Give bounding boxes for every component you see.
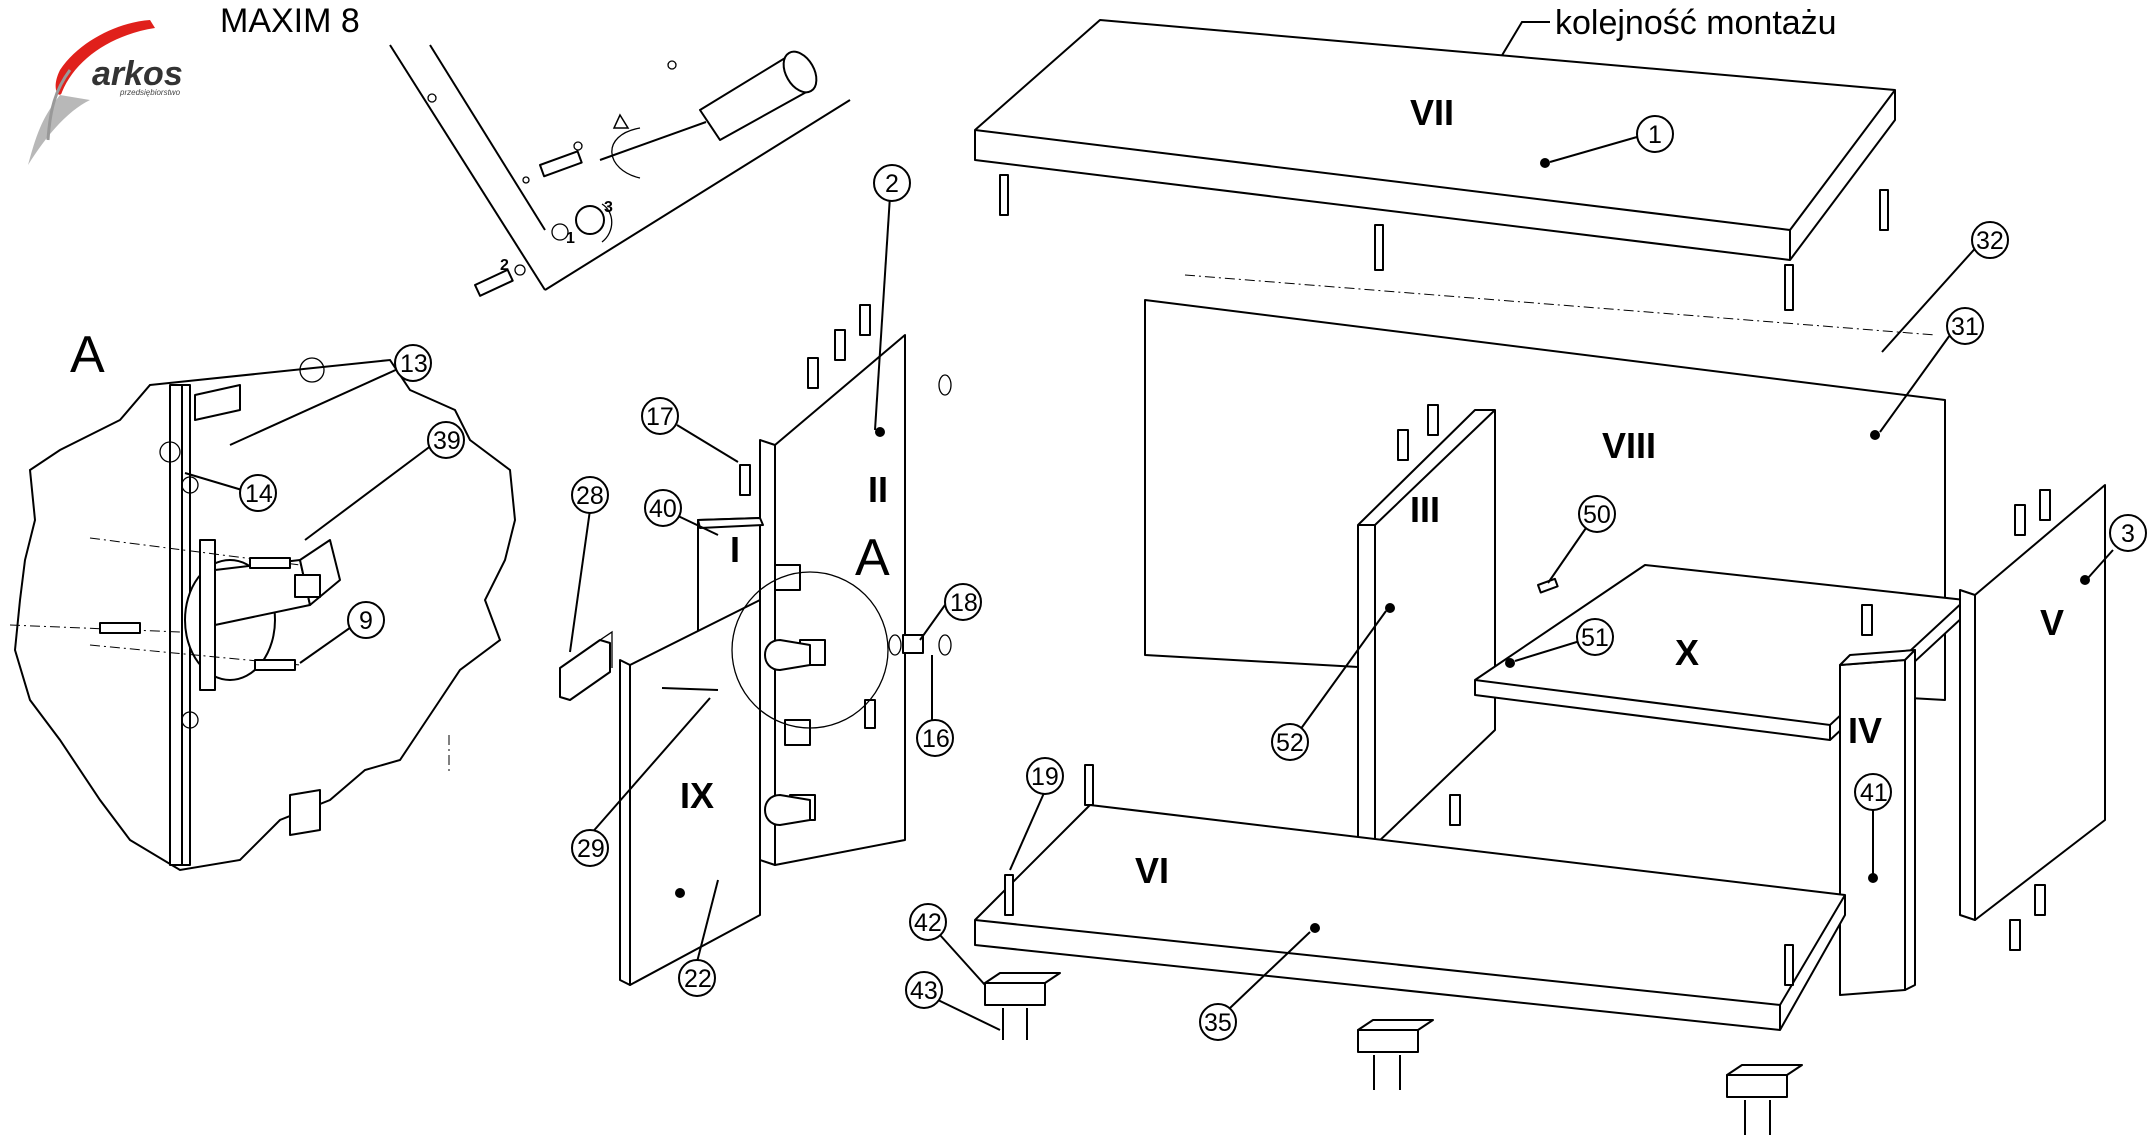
panel-label-IX: IX <box>680 775 714 816</box>
callout-43 <box>905 971 943 1009</box>
logo-wordmark: arkos <box>92 55 183 93</box>
arkos-logo: arkos przedsiębiorstwo <box>28 20 183 165</box>
svg-text:2: 2 <box>885 170 899 198</box>
callout-28 <box>571 476 609 514</box>
svg-text:22: 22 <box>684 965 712 993</box>
callout-35 <box>1199 1003 1237 1041</box>
panel-label-X: X <box>1675 632 1699 673</box>
screwdriver-detail: 1 2 3 <box>389 44 851 297</box>
panel-label-V: V <box>2040 602 2064 643</box>
callout-32 <box>1971 221 2009 259</box>
cam-lock <box>575 205 605 235</box>
panel-label-II: II <box>868 469 888 510</box>
top-panel-VII <box>974 19 1896 261</box>
callout-3 <box>2109 514 2147 552</box>
callout-51 <box>1576 618 1614 656</box>
callout-52 <box>1271 723 1309 761</box>
callout-40 <box>644 489 682 527</box>
svg-text:19: 19 <box>1031 763 1059 791</box>
callout-39 <box>427 421 465 459</box>
detail-a-circle <box>731 571 889 729</box>
panel-label-VIII: VIII <box>1602 425 1656 466</box>
callout-29 <box>571 829 609 867</box>
callout-16 <box>916 719 954 757</box>
svg-text:9: 9 <box>359 607 373 635</box>
svg-text:29: 29 <box>577 835 605 863</box>
svg-text:51: 51 <box>1581 624 1609 652</box>
callout-13 <box>394 344 432 382</box>
svg-text:13: 13 <box>400 350 428 378</box>
logo-tagline: przedsiębiorstwo <box>119 88 181 97</box>
foot-blocks <box>984 972 1803 1135</box>
svg-text:14: 14 <box>245 480 273 508</box>
detail-a-label: A <box>70 326 105 384</box>
callout-41 <box>1854 773 1892 811</box>
model-title: MAXIM 8 <box>220 2 360 40</box>
callout-1 <box>1636 115 1674 153</box>
callout-17 <box>641 397 679 435</box>
middle-panel-III <box>1357 404 1496 846</box>
svg-text:31: 31 <box>1951 313 1979 341</box>
step-2-label: 2 <box>500 257 509 274</box>
callout-19 <box>1026 757 1064 795</box>
svg-text:18: 18 <box>950 589 978 617</box>
top-dowels <box>999 174 1889 311</box>
svg-text:35: 35 <box>1204 1009 1232 1037</box>
panel-label-VI: VI <box>1135 850 1169 891</box>
hinge-set <box>764 564 826 826</box>
callout-9 <box>347 601 385 639</box>
svg-text:40: 40 <box>649 495 677 523</box>
bottom-panel-VI <box>974 764 1846 1031</box>
svg-text:17: 17 <box>646 403 674 431</box>
wood-dowel <box>473 268 514 297</box>
assembly-order-label: kolejność montażu <box>1555 4 1837 42</box>
detail-a-inline-label: A <box>855 529 890 587</box>
svg-text:39: 39 <box>433 427 461 455</box>
door-panel-IX <box>619 599 761 986</box>
svg-text:43: 43 <box>910 977 938 1005</box>
step-1-label: 1 <box>566 230 575 247</box>
detail-a-magnified <box>9 357 517 872</box>
callout-18 <box>944 583 982 621</box>
panel-label-III: III <box>1410 489 1440 530</box>
svg-text:28: 28 <box>576 482 604 510</box>
callout-14 <box>239 474 277 512</box>
callout-22 <box>678 959 716 997</box>
svg-text:50: 50 <box>1583 501 1611 529</box>
svg-text:42: 42 <box>914 909 942 937</box>
step-3-label: 3 <box>604 199 613 216</box>
handle-part <box>559 630 613 701</box>
callout-2 <box>873 164 911 202</box>
svg-text:16: 16 <box>922 725 950 753</box>
panel-label-I: I <box>730 529 740 570</box>
callout-50 <box>1578 495 1616 533</box>
svg-text:3: 3 <box>2121 520 2135 548</box>
side-panel-V <box>1959 484 2106 951</box>
callout-31 <box>1946 307 1984 345</box>
svg-text:32: 32 <box>1976 227 2004 255</box>
callout-42 <box>909 903 947 941</box>
panel-label-VII: VII <box>1410 92 1454 133</box>
svg-text:52: 52 <box>1276 729 1304 757</box>
svg-text:41: 41 <box>1860 779 1888 807</box>
panel-label-IV: IV <box>1848 710 1882 751</box>
svg-text:1: 1 <box>1648 121 1662 149</box>
cam-bolt <box>538 150 583 178</box>
